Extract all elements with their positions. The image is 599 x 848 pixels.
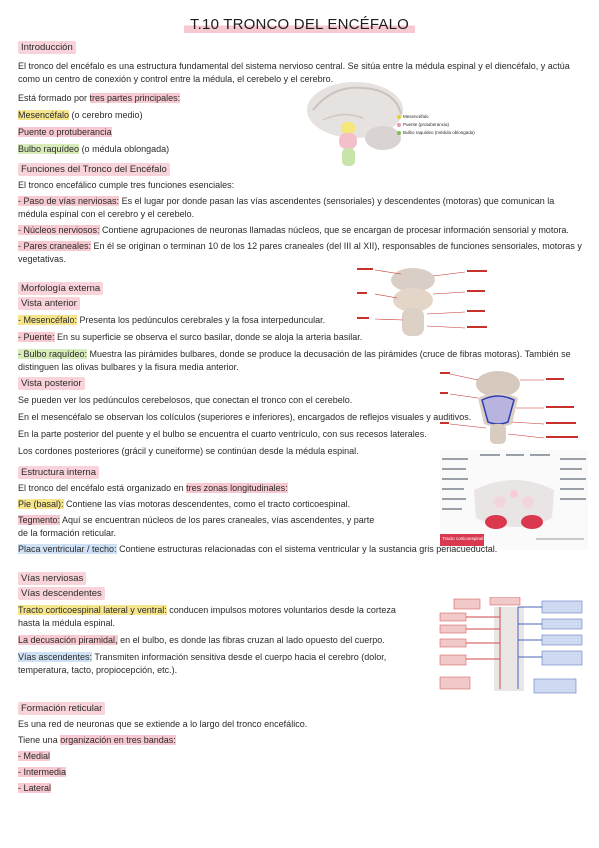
vias-heading: Vías nerviosas	[18, 572, 87, 585]
brain-sagittal-figure: Mesencéfalo Puente (protuberancia) Bulbo…	[303, 80, 503, 170]
posterior-line-2: En el mesencéfalo se observan los colícu…	[18, 412, 472, 422]
estructura-techo: Placa ventricular / techo: Contiene estr…	[18, 544, 498, 554]
band-medial: - Medial	[18, 751, 51, 761]
posterior-line-3: En la parte posterior del puente y el bu…	[18, 429, 427, 439]
vias-decusacion: La decusación piramidal, en el bulbo, es…	[18, 635, 385, 645]
part-puente: Puente o protuberancia	[18, 127, 112, 137]
reticular-text: Es una red de neuronas que se extiende a…	[18, 719, 308, 729]
intro-parts-lead: Está formado por tres partes principales…	[18, 93, 181, 103]
vias-ascendentes: Vías ascendentes: Transmiten información…	[18, 652, 387, 675]
funcion-item-pares: - Pares craneales: En él se originan o t…	[18, 241, 582, 264]
morfologia-heading: Morfología externa	[18, 282, 104, 295]
vista-anterior-heading: Vista anterior	[18, 297, 80, 310]
estructura-heading: Estructura interna	[18, 466, 99, 479]
cross-section-caption: Tracto corticoespinal	[442, 536, 484, 541]
brainstem-anterior-figure	[355, 264, 490, 339]
brainstem-posterior-figure	[440, 368, 585, 446]
posterior-line-4: Los cordones posteriores (grácil y cunei…	[18, 446, 359, 456]
brain-legend: Mesencéfalo Puente (protuberancia) Bulbo…	[397, 113, 507, 137]
cross-section-image	[440, 450, 588, 550]
brain-sagittal-image	[307, 82, 403, 166]
intro-section: Introducción El tronco del encéfalo es u…	[18, 41, 583, 156]
reticular-section: Formación reticular Es una red de neuron…	[18, 702, 583, 795]
anterior-puente: - Puente: En su superficie se observa el…	[18, 332, 363, 342]
funcion-item-vias: - Paso de vías nerviosas: Es el lugar po…	[18, 196, 555, 219]
anterior-mesencefalo: - Mesencéfalo: Presenta los pedúnculos c…	[18, 315, 326, 325]
estructura-lead: El tronco del encéfalo está organizado e…	[18, 483, 288, 493]
page-title: T.10 TRONCO DEL ENCÉFALO	[0, 16, 599, 33]
part-mesencefalo: Mesencéfalo (o cerebro medio)	[18, 110, 143, 120]
mesencefalo-color-dot	[397, 114, 401, 119]
anterior-bulbo: - Bulbo raquídeo: Muestra las pirámides …	[18, 349, 571, 372]
morfologia-section: Morfología externa Vista anterior - Mese…	[18, 282, 583, 458]
funciones-section: Funciones del Tronco del Encéfalo El tro…	[18, 163, 583, 266]
cross-section-figure: Tracto corticoespinal	[440, 450, 588, 550]
intro-text: El tronco del encéfalo es una estructura…	[18, 61, 570, 84]
funciones-lead: El tronco encefálico cumple tres funcion…	[18, 180, 235, 190]
reticular-heading: Formación reticular	[18, 702, 106, 715]
posterior-line-1: Se pueden ver los pedúnculos cerebelosos…	[18, 395, 353, 405]
band-lateral: - Lateral	[18, 783, 52, 793]
estructura-tegmento: Tegmento: Aquí se encuentran núcleos de …	[18, 515, 375, 538]
vias-corticoespinal: Tracto corticoespinal lateral y ventral:…	[18, 605, 396, 628]
part-bulbo: Bulbo raquídeo (o médula oblongada)	[18, 144, 170, 154]
puente-color-dot	[397, 122, 401, 127]
bulbo-color-dot	[397, 130, 401, 135]
funcion-item-nucleos: - Núcleos nerviosos: Contiene agrupacion…	[18, 225, 569, 235]
brainstem-anterior-image	[355, 264, 490, 339]
brainstem-posterior-image	[440, 371, 578, 444]
vias-descendentes-heading: Vías descendentes	[18, 587, 105, 600]
pathways-diagram-image	[439, 596, 583, 694]
funciones-heading: Funciones del Tronco del Encéfalo	[18, 163, 170, 176]
intro-heading: Introducción	[18, 41, 76, 54]
reticular-bands-lead: Tiene una organización en tres bandas:	[18, 735, 176, 745]
estructura-section: Estructura interna El tronco del encéfal…	[18, 466, 583, 556]
band-intermedia: - Intermedia	[18, 767, 67, 777]
pathways-diagram-figure	[438, 596, 586, 697]
vias-section: Vías nerviosas Vías descendentes Tracto …	[18, 572, 418, 677]
vista-posterior-heading: Vista posterior	[18, 377, 85, 390]
estructura-pie: Pie (basal): Contiene las vías motoras d…	[18, 499, 351, 509]
